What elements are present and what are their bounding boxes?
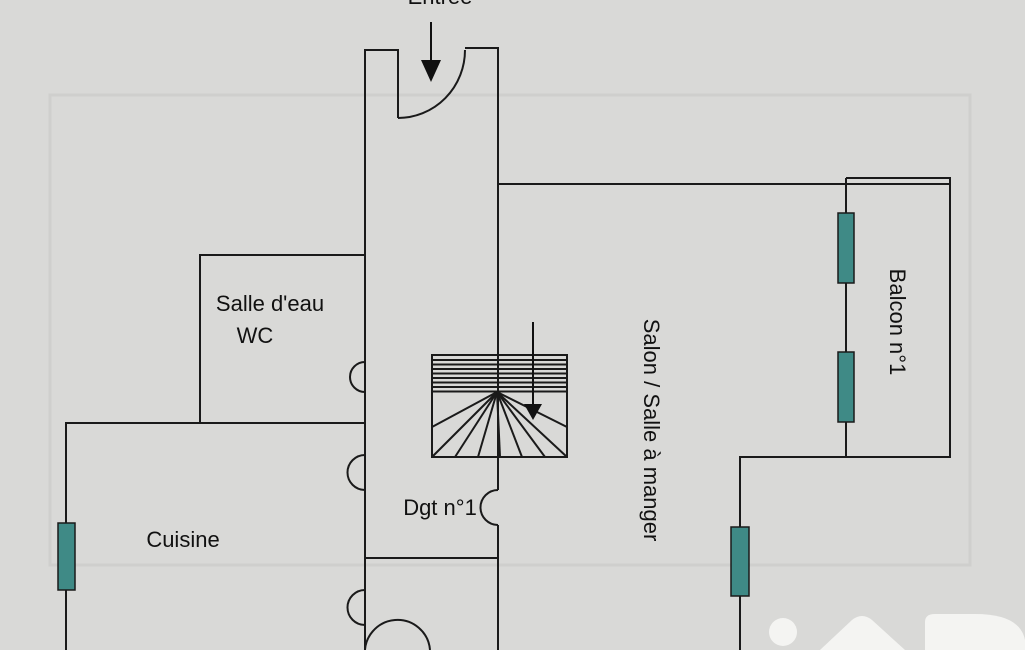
living-room-label: Salon / Salle à manger — [639, 319, 664, 542]
iad-watermark-logo — [769, 614, 1025, 650]
stair-fan-line — [454, 391, 498, 458]
wc-label: WC — [237, 323, 274, 348]
doors — [346, 361, 499, 650]
hallway-label: Dgt n°1 — [403, 495, 477, 520]
stair-fan-line — [496, 391, 501, 458]
staircase — [431, 354, 568, 458]
entrance-label: Entrée — [408, 0, 473, 9]
windows — [57, 212, 855, 597]
bathroom-label: Salle d'eau — [216, 291, 324, 316]
walls — [65, 47, 951, 650]
stair-fan-line — [496, 391, 523, 458]
background-ghost — [48, 93, 972, 567]
stair-fan-line — [477, 391, 498, 458]
stair-fan-line — [496, 391, 568, 458]
entrance-arrow — [421, 22, 441, 82]
balcony-label: Balcon n°1 — [885, 269, 910, 376]
kitchen-label: Cuisine — [146, 527, 219, 552]
stair-fan-line — [431, 391, 498, 428]
stair-fan-line — [431, 391, 498, 458]
stair-arrow — [524, 322, 542, 420]
stair-fan-line — [496, 391, 546, 458]
